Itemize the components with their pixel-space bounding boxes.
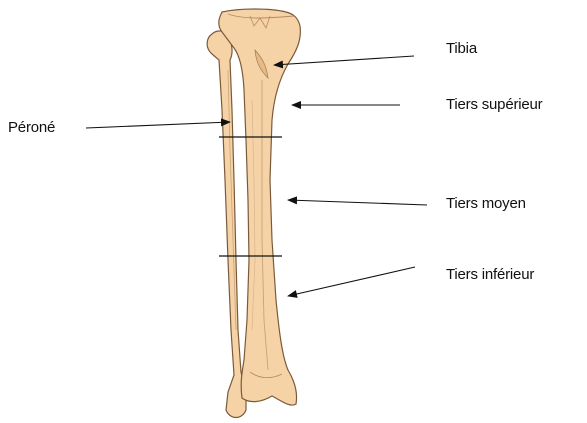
tiers-moyen-arrow <box>288 200 427 205</box>
perone-arrow <box>86 122 230 128</box>
tibia-arrow <box>274 56 414 65</box>
tibia-label: Tibia <box>446 40 477 57</box>
perone-label: Péroné <box>8 119 55 136</box>
tiers-moyen-label: Tiers moyen <box>446 195 526 212</box>
tiers-inferieur-arrow <box>288 267 415 296</box>
fibula-bone <box>207 31 246 418</box>
tiers-superieur-label: Tiers supérieur <box>446 96 542 113</box>
tiers-inferieur-label: Tiers inférieur <box>446 266 534 283</box>
